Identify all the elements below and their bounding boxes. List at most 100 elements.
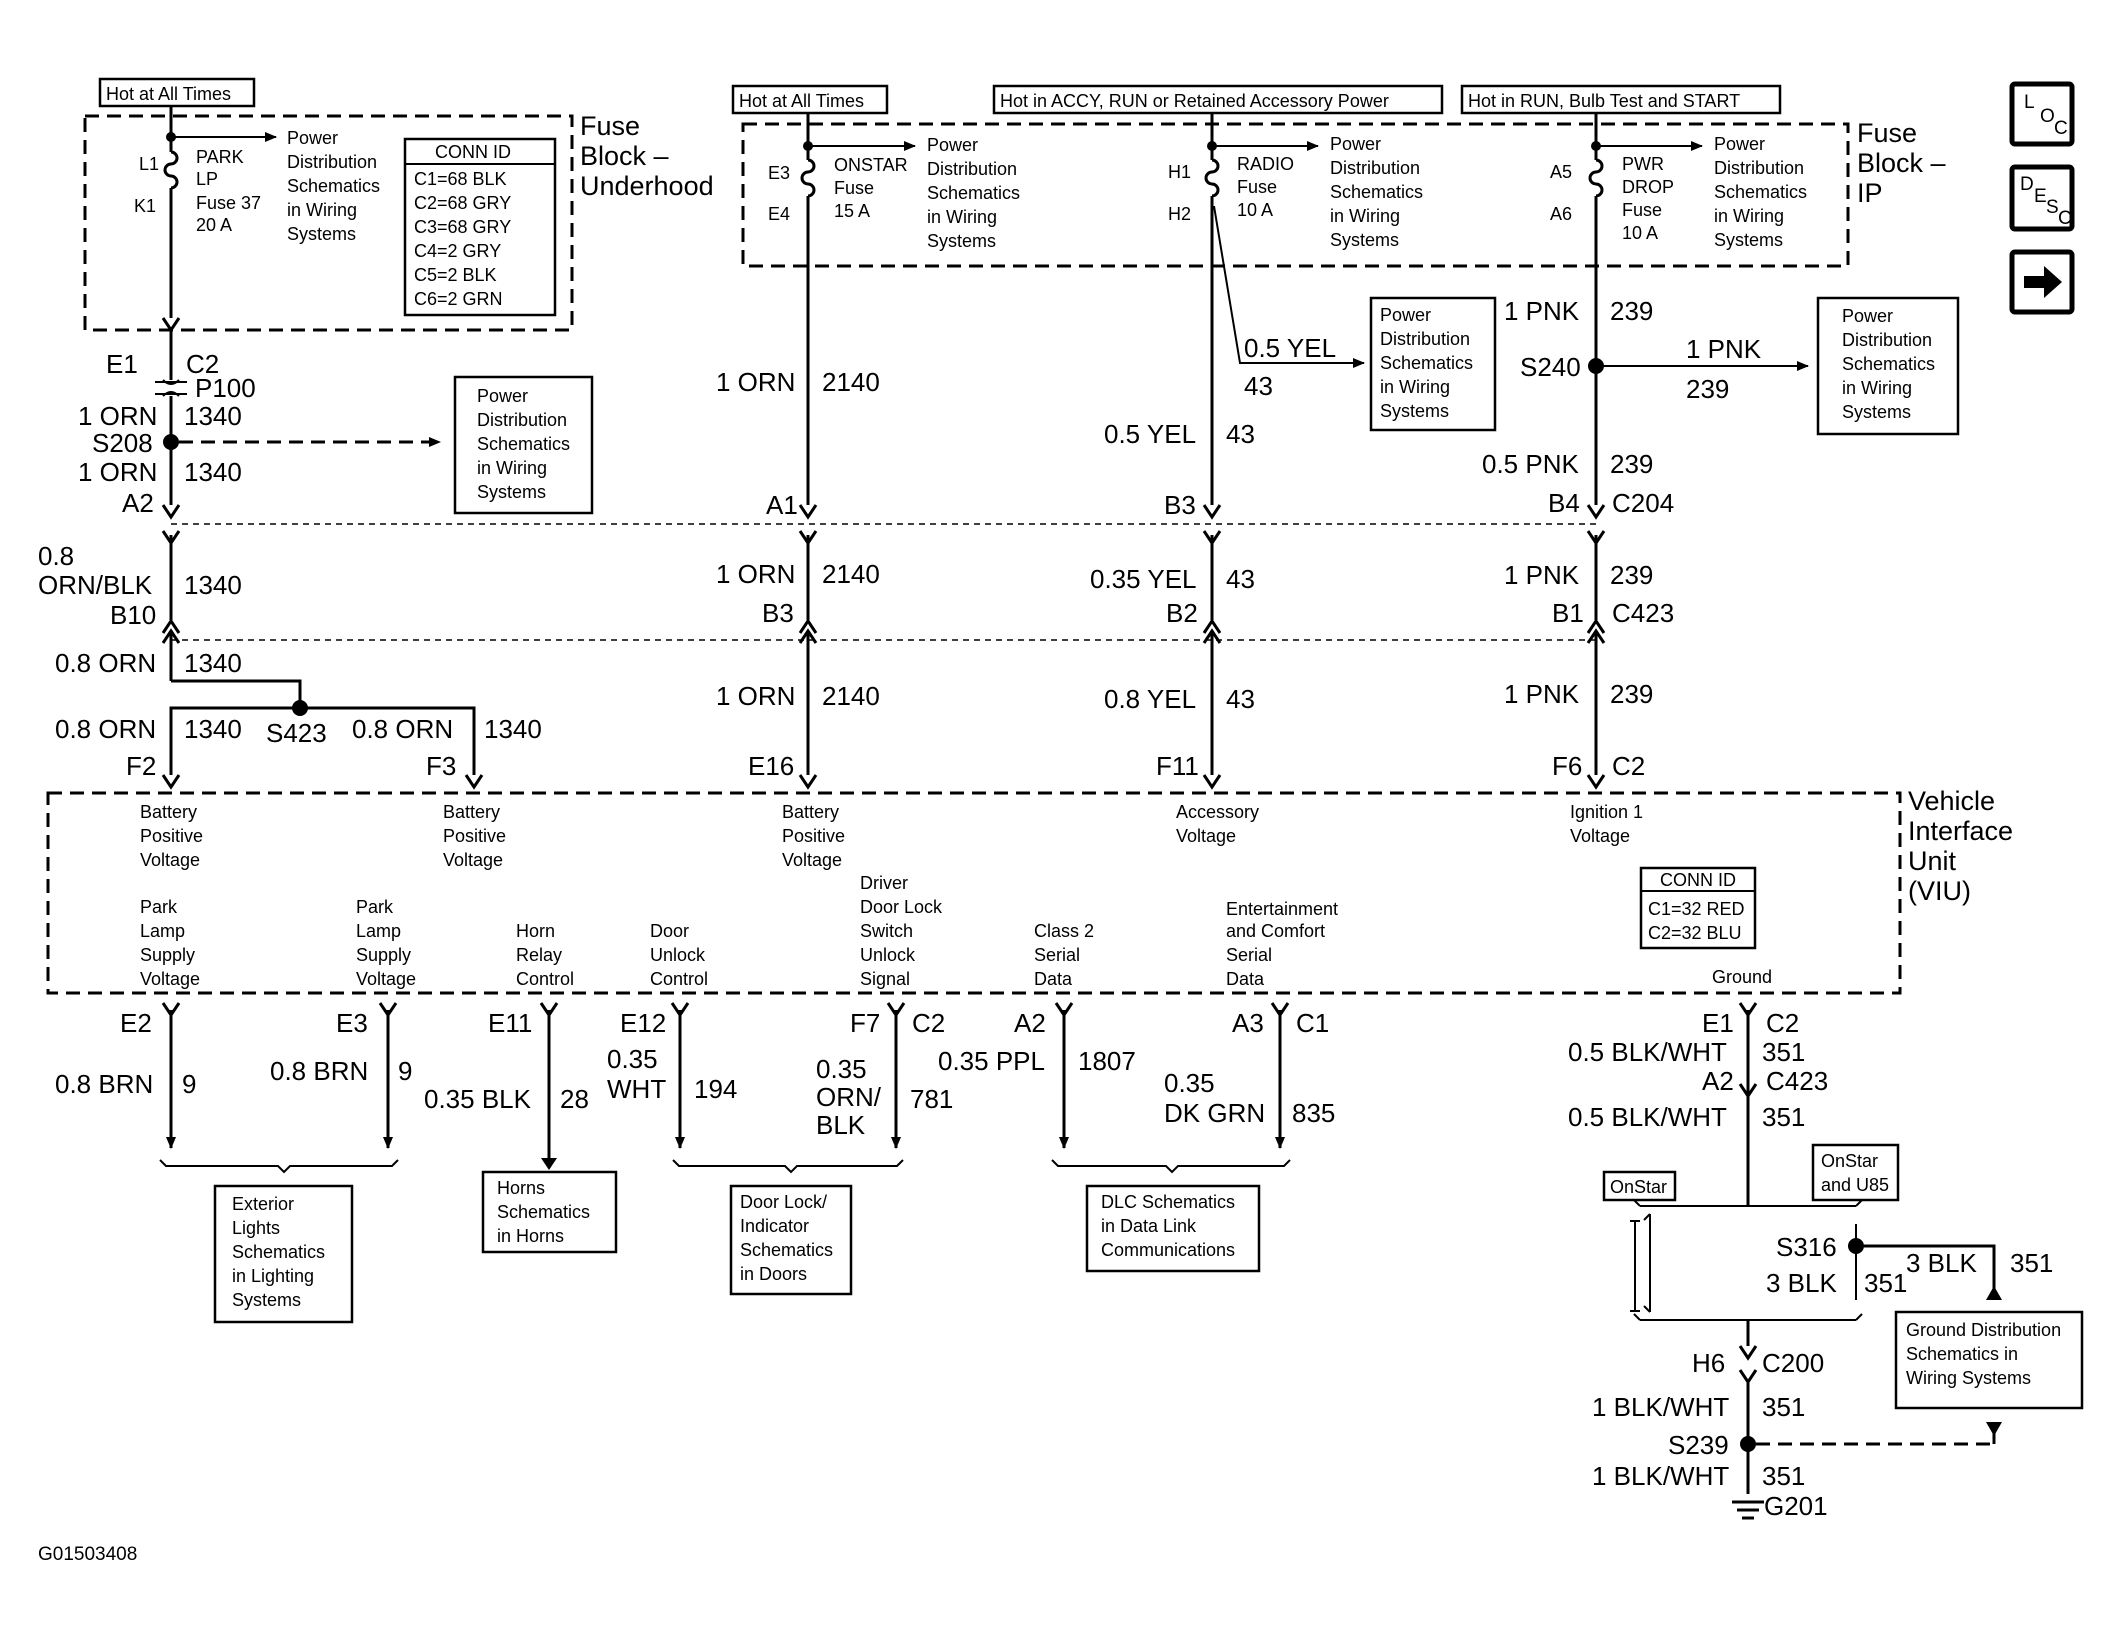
svg-text:Horns: Horns	[497, 1178, 545, 1198]
svg-text:S208: S208	[92, 428, 153, 458]
svg-text:Indicator: Indicator	[740, 1216, 809, 1236]
svg-text:Schematics: Schematics	[927, 183, 1020, 203]
svg-text:28: 28	[560, 1084, 589, 1114]
svg-text:15 A: 15 A	[834, 201, 870, 221]
power-distribution-ref-box-3: Power Distribution Schematics in Wiring …	[1816, 296, 1960, 436]
svg-text:Switch: Switch	[860, 921, 913, 941]
svg-text:OnStar: OnStar	[1610, 1177, 1667, 1197]
svg-text:WHT: WHT	[607, 1074, 666, 1104]
svg-text:Battery: Battery	[782, 802, 839, 822]
svg-text:Door Lock: Door Lock	[860, 897, 943, 917]
svg-text:(VIU): (VIU)	[1908, 876, 1971, 906]
svg-text:G201: G201	[1764, 1491, 1828, 1521]
svg-text:Control: Control	[516, 969, 574, 989]
svg-text:Hot at All Times: Hot at All Times	[739, 91, 864, 111]
svg-text:43: 43	[1244, 371, 1273, 401]
svg-text:Horn: Horn	[516, 921, 555, 941]
svg-text:Fuse: Fuse	[1622, 200, 1662, 220]
circuit-43: 0.5 YEL 43 0.5 YEL 43 B3 0.35 YEL 43 B2 …	[1090, 205, 1365, 790]
svg-text:B3: B3	[762, 598, 794, 628]
desc-icon[interactable]: D E S C	[2009, 164, 2075, 232]
svg-text:2140: 2140	[822, 559, 880, 589]
next-arrow-icon[interactable]	[2009, 249, 2075, 315]
svg-text:Schematics in: Schematics in	[1906, 1344, 2018, 1364]
ref-dlc: DLC Schematics in Data Link Communicatio…	[1085, 1184, 1261, 1273]
svg-text:F11: F11	[1156, 751, 1199, 781]
circuit-1340: E1 C2 P100 1 ORN 1340 S208 1 ORN 1340 A2…	[38, 317, 542, 790]
svg-text:in Wiring: in Wiring	[1380, 377, 1450, 397]
svg-text:in Doors: in Doors	[740, 1264, 807, 1284]
svg-text:Voltage: Voltage	[443, 850, 503, 870]
svg-text:A5: A5	[1550, 162, 1572, 182]
fuse-block-underhood: Fuse Block – Underhood L1 K1 PARK LP Fus…	[83, 106, 714, 332]
svg-text:Supply: Supply	[356, 945, 411, 965]
output-circuits: E2 0.8 BRN 9 E3 0.8 BRN 9 E11 0.35 BLK 2…	[55, 1002, 1335, 1174]
svg-text:and U85: and U85	[1821, 1175, 1889, 1195]
svg-text:C1=68 BLK: C1=68 BLK	[414, 169, 507, 189]
svg-text:1 ORN: 1 ORN	[78, 457, 157, 487]
svg-text:239: 239	[1610, 449, 1653, 479]
svg-text:1 PNK: 1 PNK	[1504, 679, 1580, 709]
svg-text:in Horns: in Horns	[497, 1226, 564, 1246]
svg-text:S423: S423	[266, 718, 327, 748]
svg-text:Battery: Battery	[443, 802, 500, 822]
svg-text:C200: C200	[1762, 1348, 1824, 1378]
svg-text:DLC Schematics: DLC Schematics	[1101, 1192, 1235, 1212]
svg-text:Power: Power	[1330, 134, 1381, 154]
svg-text:LP: LP	[196, 169, 218, 189]
svg-text:C204: C204	[1612, 488, 1674, 518]
svg-text:C2=32 BLU: C2=32 BLU	[1648, 923, 1742, 943]
svg-text:K1: K1	[134, 196, 156, 216]
svg-text:Block –: Block –	[580, 141, 669, 171]
svg-text:Data: Data	[1226, 969, 1265, 989]
svg-text:43: 43	[1226, 684, 1255, 714]
svg-text:Unlock: Unlock	[650, 945, 706, 965]
svg-text:0.8 ORN: 0.8 ORN	[55, 648, 156, 678]
svg-text:Voltage: Voltage	[356, 969, 416, 989]
svg-text:B4: B4	[1548, 488, 1580, 518]
svg-text:C5=2 BLK: C5=2 BLK	[414, 265, 497, 285]
svg-text:A1: A1	[766, 490, 798, 520]
svg-text:1 ORN: 1 ORN	[716, 559, 795, 589]
ref-exterior-lights: Exterior Lights Schematics in Lighting S…	[213, 1184, 354, 1324]
svg-text:Serial: Serial	[1034, 945, 1080, 965]
svg-text:S: S	[2046, 197, 2059, 218]
svg-text:B2: B2	[1166, 598, 1198, 628]
svg-text:Positive: Positive	[782, 826, 845, 846]
svg-text:0.8: 0.8	[38, 541, 74, 571]
svg-text:351: 351	[1762, 1392, 1805, 1422]
svg-text:C6=2 GRN: C6=2 GRN	[414, 289, 503, 309]
svg-text:0.8 BRN: 0.8 BRN	[55, 1069, 153, 1099]
svg-text:Schematics: Schematics	[1330, 182, 1423, 202]
svg-text:0.35: 0.35	[607, 1044, 658, 1074]
svg-text:F6: F6	[1552, 751, 1582, 781]
svg-text:C2=68 GRY: C2=68 GRY	[414, 193, 511, 213]
svg-text:1 BLK/WHT: 1 BLK/WHT	[1592, 1461, 1729, 1491]
svg-text:Accessory: Accessory	[1176, 802, 1259, 822]
svg-text:C2: C2	[1766, 1008, 1799, 1038]
svg-text:Lights: Lights	[232, 1218, 280, 1238]
svg-text:0.8 BRN: 0.8 BRN	[270, 1056, 368, 1086]
svg-text:1 ORN: 1 ORN	[716, 367, 795, 397]
loc-icon[interactable]: L O C	[2009, 81, 2075, 147]
svg-text:0.8 YEL: 0.8 YEL	[1104, 684, 1196, 714]
svg-text:Driver: Driver	[860, 873, 908, 893]
svg-text:Communications: Communications	[1101, 1240, 1235, 1260]
svg-text:DK GRN: DK GRN	[1164, 1098, 1265, 1128]
header-hot-in-run: Hot in RUN, Bulb Test and START	[1460, 84, 1782, 115]
svg-text:IP: IP	[1857, 178, 1883, 208]
svg-text:C: C	[2054, 118, 2068, 139]
svg-text:CONN ID: CONN ID	[1660, 870, 1736, 890]
svg-text:Distribution: Distribution	[477, 410, 567, 430]
svg-text:in Data Link: in Data Link	[1101, 1216, 1197, 1236]
svg-text:239: 239	[1610, 679, 1653, 709]
svg-text:0.8 ORN: 0.8 ORN	[55, 714, 156, 744]
svg-text:Vehicle: Vehicle	[1908, 786, 1995, 816]
svg-text:E12: E12	[620, 1008, 666, 1038]
svg-text:S316: S316	[1776, 1232, 1837, 1262]
svg-text:Distribution: Distribution	[1330, 158, 1420, 178]
svg-text:Fuse 37: Fuse 37	[196, 193, 261, 213]
svg-text:43: 43	[1226, 564, 1255, 594]
svg-text:Wiring Systems: Wiring Systems	[1906, 1368, 2031, 1388]
svg-text:Systems: Systems	[232, 1290, 301, 1310]
